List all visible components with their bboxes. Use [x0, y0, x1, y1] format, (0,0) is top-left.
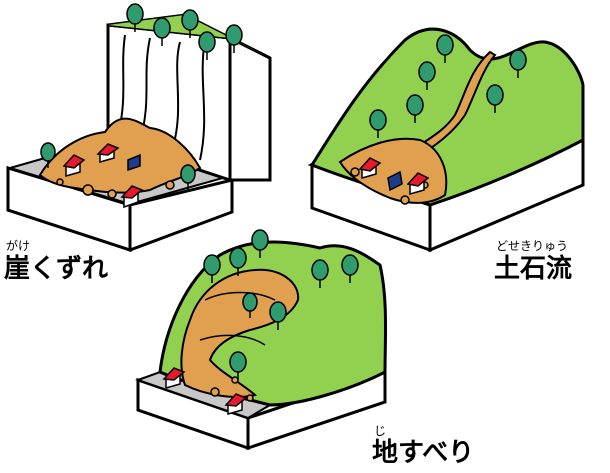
- house-icon: [62, 143, 144, 209]
- cliff-collapse-ruby: がけ: [6, 239, 31, 253]
- cliff-collapse-label: 崖くずれ: [4, 254, 109, 284]
- house-icon: [162, 367, 248, 415]
- tree-icon: [203, 229, 359, 380]
- house-icon: [358, 157, 430, 195]
- tree-icon: [126, 3, 243, 60]
- sliding-mass: [180, 268, 300, 398]
- debris-flow-ruby: どせきりゅう: [496, 239, 569, 253]
- rock-icon: [56, 178, 175, 199]
- cliff-collapse-block: [6, 3, 272, 253]
- landslide-block: [135, 229, 388, 451]
- landslide-ruby: じ: [374, 424, 387, 438]
- debris-flow-label: 土石流: [494, 254, 573, 284]
- debris-pile: [38, 117, 202, 194]
- tree-icon: [369, 34, 527, 138]
- debris-flow-block: [307, 27, 585, 253]
- landslide-label: 地すべり: [372, 438, 475, 468]
- rock-icon: [350, 167, 429, 205]
- tree-icon: [40, 142, 196, 190]
